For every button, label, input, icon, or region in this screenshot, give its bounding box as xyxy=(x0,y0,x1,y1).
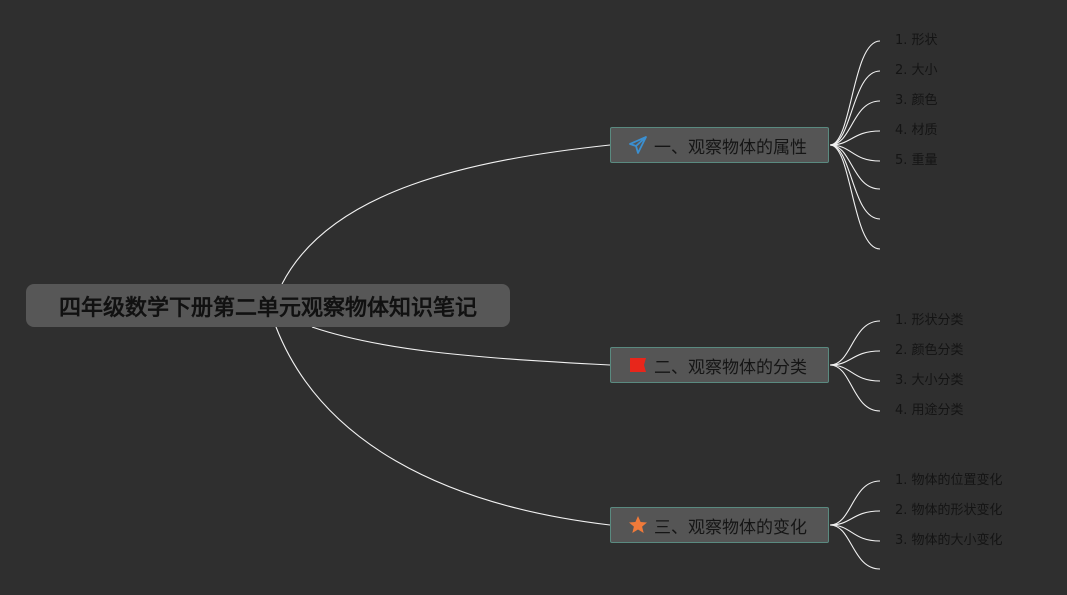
link-topic-2-leaf-4 xyxy=(829,364,881,412)
topic-changes-label: 三、观察物体的变化 xyxy=(654,517,807,538)
topic-attributes-label: 一、观察物体的属性 xyxy=(654,137,807,158)
leaf-shape-change[interactable]: 2. 物体的形状变化 xyxy=(895,503,1003,518)
link-topic-2-leaf-2 xyxy=(829,350,881,366)
leaf-use-classification[interactable]: 4. 用途分类 xyxy=(895,403,964,418)
topic-classification[interactable]: 二、观察物体的分类 xyxy=(610,347,829,383)
link-topic-1-leaf-2 xyxy=(829,70,881,146)
leaf-shape[interactable]: 1. 形状 xyxy=(895,33,938,48)
leaf-color-classification[interactable]: 2. 颜色分类 xyxy=(895,343,964,358)
topic-attributes[interactable]: 一、观察物体的属性 xyxy=(610,127,829,163)
root-topic[interactable]: 四年级数学下册第二单元观察物体知识笔记 xyxy=(26,284,510,327)
root-topic-label: 四年级数学下册第二单元观察物体知识笔记 xyxy=(58,295,477,321)
leaf-weight[interactable]: 5. 重量 xyxy=(895,153,938,168)
leaf-color[interactable]: 3. 颜色 xyxy=(895,93,938,108)
link-topic-1-leaf-6 xyxy=(829,144,881,190)
leaf-size-change[interactable]: 3. 物体的大小变化 xyxy=(895,533,1003,548)
link-topic-3-leaf-2 xyxy=(829,510,881,526)
link-topic-3-leaf-1 xyxy=(829,480,881,526)
leaf-size-classification[interactable]: 3. 大小分类 xyxy=(895,373,964,388)
link-root-topic-1 xyxy=(281,144,611,285)
link-topic-3-leaf-4 xyxy=(829,524,881,570)
link-topic-1-leaf-4 xyxy=(829,130,881,146)
link-topic-1-leaf-3 xyxy=(829,100,881,146)
link-root-topic-3 xyxy=(275,326,611,526)
red-flag-square-icon xyxy=(628,355,648,375)
paper-plane-icon xyxy=(628,135,648,155)
link-root-topic-2 xyxy=(311,326,611,366)
link-topic-1-leaf-1 xyxy=(829,40,881,146)
leaf-material[interactable]: 4. 材质 xyxy=(895,123,938,138)
leaf-shape-classification[interactable]: 1. 形状分类 xyxy=(895,313,964,328)
link-topic-1-leaf-5 xyxy=(829,144,881,162)
link-topic-3-leaf-3 xyxy=(829,524,881,542)
topic-classification-label: 二、观察物体的分类 xyxy=(654,357,807,378)
topic-changes[interactable]: 三、观察物体的变化 xyxy=(610,507,829,543)
leaf-position-change[interactable]: 1. 物体的位置变化 xyxy=(895,473,1003,488)
link-topic-2-leaf-1 xyxy=(829,320,881,366)
leaf-size[interactable]: 2. 大小 xyxy=(895,63,938,78)
star-icon xyxy=(628,515,648,535)
link-topic-1-leaf-8 xyxy=(829,144,881,250)
link-topic-2-leaf-3 xyxy=(829,364,881,382)
